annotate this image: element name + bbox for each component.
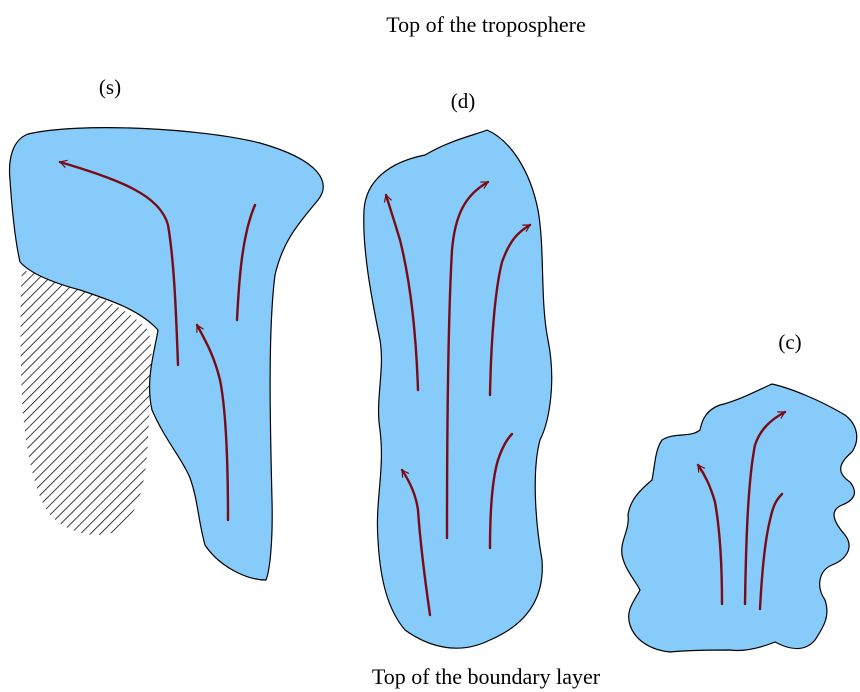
- cloud-d-body: [364, 130, 552, 648]
- cloud-c-body: [622, 384, 857, 652]
- cloud-c: [622, 384, 857, 652]
- cloud-d: [364, 130, 552, 648]
- cloud-d-label: (d): [451, 89, 476, 113]
- cloud-s-label: (s): [99, 75, 121, 99]
- cloud-c-label: (c): [778, 330, 801, 354]
- top-label: Top of the troposphere: [386, 12, 585, 37]
- bottom-label: Top of the boundary layer: [372, 664, 601, 689]
